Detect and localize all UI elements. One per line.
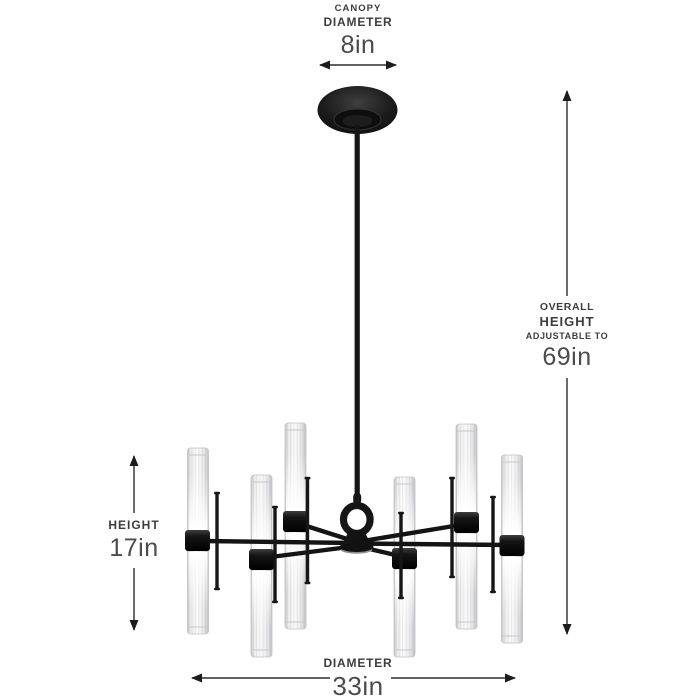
socket-bands <box>185 511 525 570</box>
fixture-diameter-value: 33in <box>332 671 384 700</box>
socket-band <box>283 511 308 532</box>
socket-band <box>249 549 274 570</box>
socket-band <box>454 512 479 533</box>
mounting-pin <box>398 511 404 600</box>
socket-band <box>392 548 417 569</box>
fixture-height-value: 17in <box>109 534 159 562</box>
hanging-rod <box>353 125 362 504</box>
canopy-diameter-label: CANOPY DIAMETER 8in <box>278 3 438 59</box>
socket-band <box>185 530 210 551</box>
overall-label-line3: ADJUSTABLE TO <box>525 331 609 341</box>
socket-band <box>499 535 525 556</box>
fixture-height-label: HEIGHT 17in <box>54 518 214 562</box>
height-label: HEIGHT <box>108 518 160 532</box>
overall-label-line1: OVERALL <box>539 301 595 313</box>
diameter-label: DIAMETER <box>323 656 393 670</box>
mounting-pin <box>449 476 455 579</box>
ring-loop <box>339 501 374 538</box>
overall-height-label: OVERALL HEIGHT ADJUSTABLE TO 69in <box>487 301 647 371</box>
fixture-diameter-label: DIAMETER 33in <box>258 656 458 700</box>
canopy <box>317 86 398 134</box>
mounting-pin <box>214 491 220 591</box>
mounting-pin <box>304 476 311 585</box>
canopy-diameter-value: 8in <box>340 31 376 59</box>
mounting-pin <box>272 505 278 604</box>
canopy-label-line1: CANOPY <box>334 3 382 14</box>
overall-height-value: 69in <box>542 343 592 371</box>
mounting-pins <box>214 476 496 604</box>
overall-label-line2: HEIGHT <box>539 314 595 329</box>
center-hub <box>339 531 374 554</box>
mounting-pin <box>490 495 496 594</box>
canopy-label-line2: DIAMETER <box>323 15 393 29</box>
